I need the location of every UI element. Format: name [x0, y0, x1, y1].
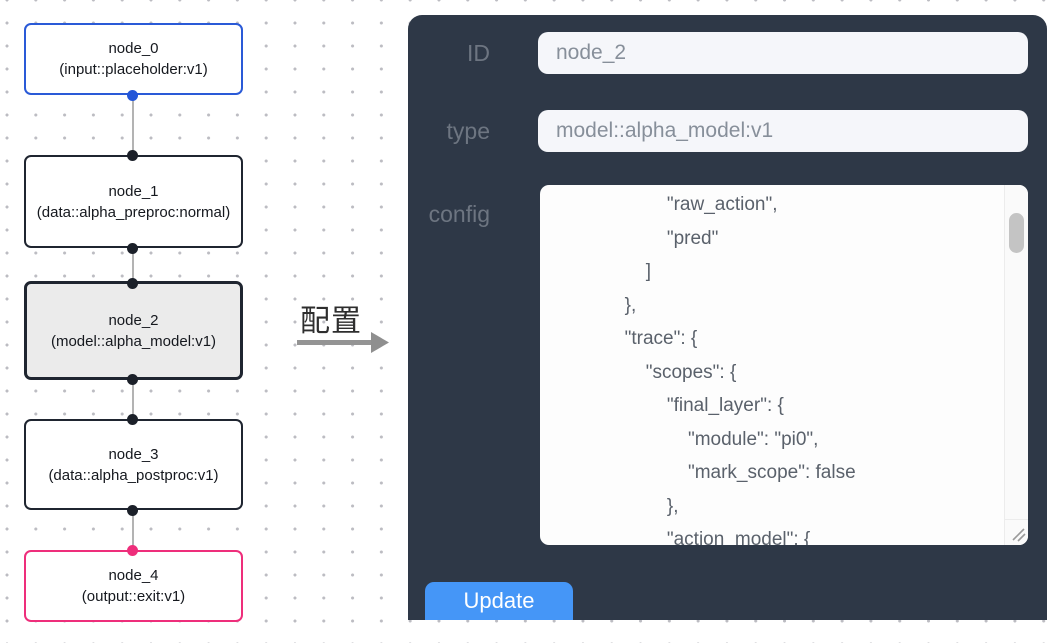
node-title: node_4 — [108, 567, 159, 584]
config-textarea[interactable]: "raw_action", "pred" ] }, "trace": { "sc… — [540, 185, 1004, 545]
id-field-label: ID — [467, 40, 490, 66]
node-title: node_1 — [108, 182, 159, 200]
graph-node-node4[interactable]: node_4 (output::exit:v1) — [24, 550, 243, 622]
resize-grip-icon — [1012, 528, 1026, 542]
node-title: node_2 — [108, 311, 159, 329]
node-config-panel: ID type config "raw_action", "pred" ] },… — [408, 15, 1047, 620]
node-title: node_3 — [108, 445, 159, 463]
edge-node1-node2 — [132, 248, 134, 283]
config-annotation-label: 配置 — [300, 305, 362, 338]
id-input[interactable] — [538, 32, 1028, 74]
type-field-label: type — [446, 118, 490, 144]
graph-node-node1[interactable]: node_1 (data::alpha_preproc:normal) — [24, 155, 243, 248]
port-dot-node2-out[interactable] — [127, 373, 138, 385]
graph-node-node0[interactable]: node_0 (input::placeholder:v1) — [24, 23, 243, 95]
port-dot-node1-in[interactable] — [127, 149, 138, 161]
config-scrollbar-thumb[interactable] — [1009, 213, 1024, 253]
node-subtitle: (data::alpha_postproc:v1) — [48, 466, 219, 484]
port-dot-node4-in[interactable] — [127, 544, 138, 556]
config-field-label: config — [428, 201, 490, 227]
port-dot-node2-in[interactable] — [127, 277, 138, 289]
edge-node0-node1 — [132, 95, 134, 155]
graph-node-node2-selected[interactable]: node_2 (model::alpha_model:v1) — [24, 281, 243, 380]
port-dot-node1-out[interactable] — [127, 242, 138, 254]
edge-node2-node3 — [132, 379, 134, 419]
edge-node3-node4 — [132, 510, 134, 550]
port-dot-node3-out[interactable] — [127, 504, 138, 516]
config-json-editor[interactable]: "raw_action", "pred" ] }, "trace": { "sc… — [540, 185, 1028, 545]
node-subtitle: (model::alpha_model:v1) — [50, 332, 217, 350]
right-arrow-icon — [297, 332, 389, 353]
node-subtitle: (output::exit:v1) — [81, 588, 186, 605]
graph-node-node3[interactable]: node_3 (data::alpha_postproc:v1) — [24, 419, 243, 510]
textarea-resize-corner[interactable] — [1004, 519, 1028, 545]
config-scrollbar-track[interactable] — [1004, 185, 1028, 519]
node-subtitle: (input::placeholder:v1) — [59, 61, 208, 78]
port-dot-node0-out[interactable] — [127, 89, 138, 101]
port-dot-node3-in[interactable] — [127, 413, 138, 425]
type-input[interactable] — [538, 110, 1028, 152]
update-button[interactable]: Update — [425, 582, 573, 620]
node-subtitle: (data::alpha_preproc:normal) — [36, 203, 231, 221]
node-title: node_0 — [108, 40, 159, 57]
